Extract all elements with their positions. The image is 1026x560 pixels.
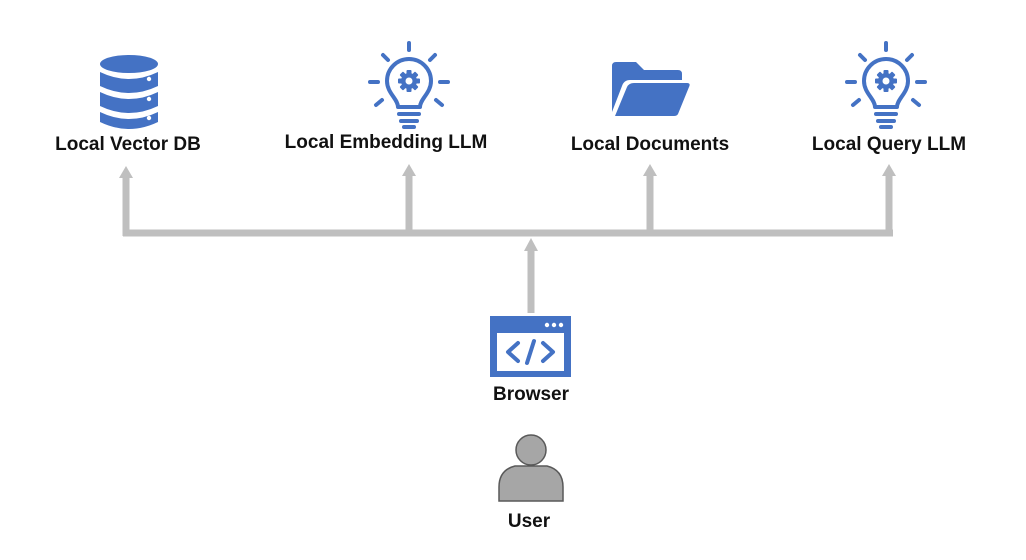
arrowheads xyxy=(119,164,896,251)
arrowhead-query-llm xyxy=(882,164,896,176)
arrowhead-browser xyxy=(524,238,538,251)
database-icon xyxy=(100,55,158,129)
folder-icon xyxy=(612,62,690,116)
label-local-embedding-llm: Local Embedding LLM xyxy=(284,132,488,153)
label-local-query-llm: Local Query LLM xyxy=(811,134,967,155)
connectors xyxy=(122,176,893,313)
lightbulb-gear-icon xyxy=(845,41,927,129)
label-user: User xyxy=(507,511,551,532)
user-icon xyxy=(498,434,564,502)
arrowhead-embedding-llm xyxy=(402,164,416,176)
label-local-documents: Local Documents xyxy=(570,134,730,155)
browser-code-icon xyxy=(490,316,571,377)
arrowhead-vector-db xyxy=(119,166,133,178)
arrowhead-documents xyxy=(643,164,657,176)
label-local-vector-db: Local Vector DB xyxy=(55,134,201,155)
lightbulb-gear-icon xyxy=(368,41,450,129)
label-browser: Browser xyxy=(492,384,570,405)
